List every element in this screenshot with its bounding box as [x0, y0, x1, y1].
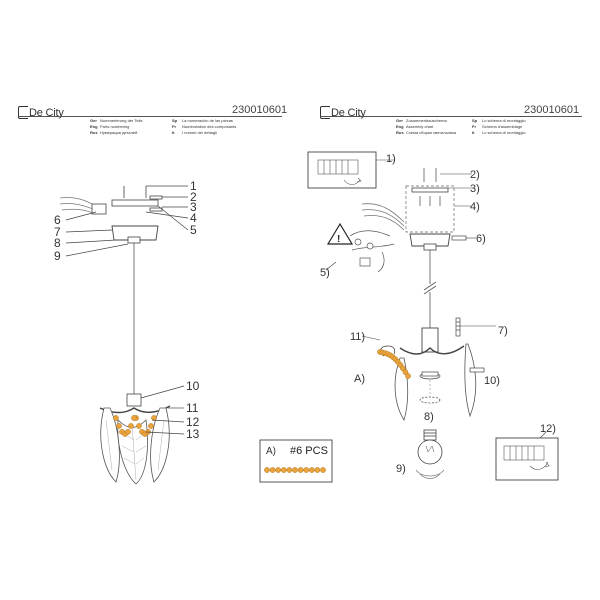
- bead-chain-icon: [113, 415, 157, 437]
- bracket-icon: [411, 187, 449, 193]
- bead: [136, 423, 142, 429]
- canopy-icon: [111, 225, 159, 241]
- step-4: 4): [470, 201, 480, 213]
- ring-nut-icon: [419, 371, 441, 404]
- assembly-drawing: 1) 2) 3) 4) !: [307, 151, 559, 481]
- canopy-icon: [409, 233, 451, 247]
- bracket-screws-icon: [419, 196, 441, 206]
- logo-mark-icon: [18, 106, 28, 119]
- step-10: 10): [484, 375, 500, 387]
- canopy-screw-icon: [451, 235, 467, 241]
- frame-icon: [399, 345, 465, 355]
- parts-drawing: 1 2 3 4 5 6 7 8 9 10 11 12 13: [54, 179, 200, 485]
- bead: [148, 423, 154, 429]
- step-5: 5): [320, 267, 330, 279]
- product-code: 230010601: [232, 104, 288, 116]
- callout-7: 7: [54, 225, 61, 239]
- callout-13: 13: [186, 427, 200, 441]
- brand-logo: De City: [18, 106, 64, 119]
- callout-8: 8: [54, 236, 61, 250]
- step-a-label: A): [354, 373, 365, 385]
- socket-icon: [421, 327, 439, 353]
- warning-triangle-icon: [326, 222, 354, 245]
- bead: [151, 415, 157, 421]
- logo-mark-icon: [320, 106, 330, 119]
- callout-3: 3: [190, 200, 197, 214]
- step-7: 7): [498, 325, 508, 337]
- mounting-bracket-icon: [111, 199, 159, 207]
- header-rule: [320, 116, 582, 117]
- bead: [405, 373, 411, 379]
- step-6: 6): [476, 233, 486, 245]
- brand-name: De City: [331, 106, 366, 119]
- bead: [128, 423, 134, 429]
- brand-logo: De City: [320, 106, 366, 119]
- callout-numbers: 1 2 3 4 5 6 7 8 9 10 11 12 13: [54, 179, 200, 441]
- supply-wires-icon: [361, 203, 405, 231]
- terminal-detail-icon: [317, 159, 362, 185]
- step-2: 2): [470, 169, 480, 181]
- step-9: 9): [396, 463, 406, 475]
- callout-6: 6: [54, 213, 61, 227]
- header-rule: [18, 116, 282, 117]
- step-3: 3): [470, 183, 480, 195]
- callout-4: 4: [190, 211, 197, 225]
- bead: [113, 415, 119, 421]
- step-8: 8): [424, 411, 434, 423]
- step-12: 12): [540, 423, 556, 435]
- bead: [125, 429, 131, 435]
- terminal-detail-icon: [503, 445, 550, 470]
- callout-9: 9: [54, 249, 61, 263]
- bead: [131, 415, 137, 421]
- callout-11: 11: [186, 401, 199, 415]
- callout-5: 5: [190, 223, 197, 237]
- step-11: 11): [350, 331, 365, 343]
- bulb-icon: [417, 429, 443, 465]
- mount-outline: [405, 185, 455, 233]
- brand-name: De City: [29, 106, 64, 119]
- callout-12: 12: [186, 415, 200, 429]
- socket-holder-icon: [126, 393, 142, 407]
- callout-leaders: [65, 185, 189, 435]
- callout-1: 1: [190, 179, 197, 193]
- step-1: 1): [386, 153, 396, 165]
- leaf-shade-icon: [394, 343, 477, 421]
- svg-text:!: !: [337, 234, 340, 245]
- terminal-block-icon: [91, 203, 107, 215]
- bead-chain-icon: [377, 349, 411, 379]
- set-screw-icon: [455, 317, 461, 337]
- callout-2: 2: [190, 190, 197, 204]
- side-screw-icon: [469, 367, 485, 373]
- bead: [116, 423, 122, 429]
- callout-10: 10: [186, 379, 200, 393]
- wire-connector-detail-icon: [349, 230, 395, 273]
- screw-pair-icon: [423, 168, 437, 182]
- product-code: 230010601: [524, 104, 580, 116]
- supply-wires-icon: [59, 197, 97, 215]
